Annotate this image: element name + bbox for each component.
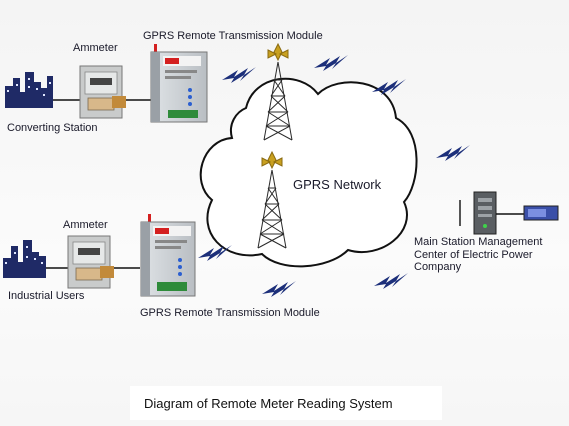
- transmission-tower-icon: [263, 42, 293, 141]
- main-station-label: Main Station Management Center of Electr…: [414, 236, 543, 274]
- server-computer-icon: [473, 191, 497, 235]
- gprs-module-top-device: [150, 44, 208, 123]
- gprs-module-bottom-label: GPRS Remote Transmission Module: [140, 307, 320, 319]
- converting-station-building-icon: [5, 72, 53, 108]
- ammeter-bottom-icon: [67, 235, 114, 289]
- gprs-module-top-label: GPRS Remote Transmission Module: [143, 30, 323, 42]
- transmission-tower-icon: [257, 150, 287, 249]
- ammeter-top-label: Ammeter: [73, 42, 118, 54]
- workstation-icon: [523, 205, 559, 221]
- gprs-network-label: GPRS Network: [293, 177, 382, 192]
- caption-box: Diagram of Remote Meter Reading System: [130, 386, 442, 420]
- ammeter-bottom-label: Ammeter: [63, 219, 108, 231]
- gprs-network-cloud: [199, 77, 418, 268]
- diagram-caption: Diagram of Remote Meter Reading System: [144, 396, 393, 411]
- industrial-users-building-icon: [3, 240, 46, 278]
- converting-station-label: Converting Station: [7, 122, 98, 134]
- gprs-module-bottom-device: [140, 214, 196, 297]
- industrial-users-label: Industrial Users: [8, 290, 85, 302]
- ammeter-top-icon: [79, 65, 126, 119]
